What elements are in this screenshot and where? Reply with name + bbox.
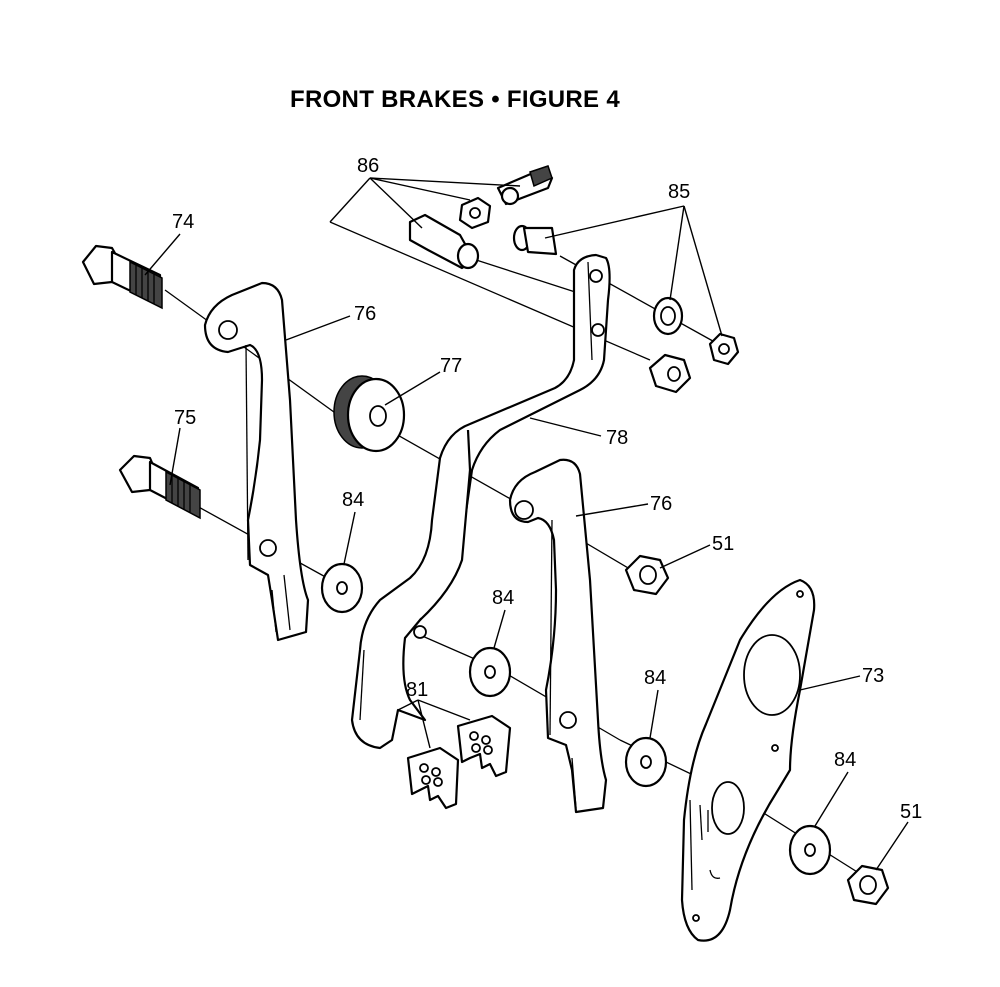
callout-labels: 86 85 74 76 77 75 78 84 76 51 84 73 81 8…: [172, 155, 922, 823]
leader-lines: [144, 177, 909, 871]
locknut-51-upper: [624, 554, 670, 596]
callout-51-upper: 51: [712, 533, 734, 555]
washer-84-d: [788, 824, 832, 876]
callout-76-right: 76: [650, 493, 672, 515]
callout-76-left: 76: [354, 303, 376, 325]
callout-78: 78: [606, 427, 628, 449]
callout-86: 86: [357, 155, 379, 177]
callout-85: 85: [668, 181, 690, 203]
callout-84-b: 84: [492, 587, 514, 609]
bolt-74: [81, 244, 163, 310]
caliper-arm-76-left: [203, 281, 310, 642]
callout-74: 74: [172, 211, 194, 233]
callout-77: 77: [440, 355, 462, 377]
callout-75: 75: [174, 407, 196, 429]
callout-73: 73: [862, 665, 884, 687]
nut-upper: [648, 353, 692, 394]
brake-pads-81: [406, 714, 512, 810]
caliper-arm-76-right: [508, 458, 608, 814]
callout-84-c: 84: [644, 667, 666, 689]
callout-84-d: 84: [834, 749, 856, 771]
adjuster-86: [408, 165, 554, 270]
bolt-75: [118, 454, 201, 520]
figure-title: FRONT BRAKES • FIGURE 4: [290, 86, 620, 113]
locknut-51-lower: [846, 864, 890, 906]
roller-77: [333, 375, 406, 453]
yoke-78: [350, 253, 611, 750]
callout-51-lower: 51: [900, 801, 922, 823]
callout-81: 81: [406, 679, 428, 701]
washer-84-c: [624, 736, 668, 788]
washer-84-a: [320, 562, 364, 614]
backing-plate-73: [680, 578, 816, 942]
washer-84-b: [468, 646, 512, 698]
bolt-85: [512, 224, 740, 366]
callout-84-a: 84: [342, 489, 364, 511]
